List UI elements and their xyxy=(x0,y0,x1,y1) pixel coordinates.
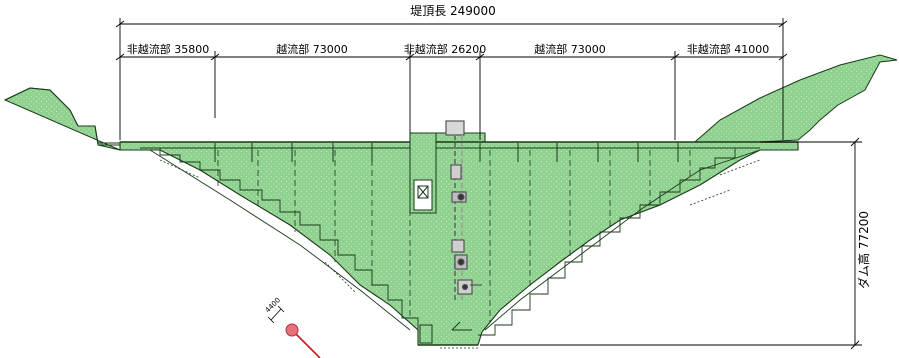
left-foundation-steps xyxy=(140,147,419,335)
crest-length-label: 堤頂長 249000 xyxy=(410,4,496,18)
segment-label-2: 非越流部 26200 xyxy=(404,42,487,56)
segment-label-0: 非越流部 35800 xyxy=(127,42,210,56)
dam-height-dimension xyxy=(480,137,862,350)
crest-length-dimension xyxy=(115,18,788,140)
intake-tower xyxy=(409,132,437,214)
bottom-plinth xyxy=(418,321,478,346)
location-marker[interactable] xyxy=(285,323,299,337)
right-gallery xyxy=(484,149,761,331)
small-dimension-label: 4400 xyxy=(264,296,282,314)
segment-label-1: 越流部 73000 xyxy=(276,42,348,56)
right-abutment xyxy=(639,54,898,191)
small-dimension xyxy=(267,305,285,324)
rock-hatching xyxy=(159,159,761,349)
segment-dimension-line xyxy=(115,51,788,140)
segment-label-3: 越流部 73000 xyxy=(534,42,606,56)
left-gallery xyxy=(149,149,411,331)
dam-height-label: ダム高 77200 xyxy=(856,211,871,289)
block-joints xyxy=(217,150,691,322)
left-abutment xyxy=(3,87,161,151)
outlet-works xyxy=(445,120,482,300)
marker-line xyxy=(294,332,321,358)
segment-label-4: 非越流部 41000 xyxy=(687,42,770,56)
